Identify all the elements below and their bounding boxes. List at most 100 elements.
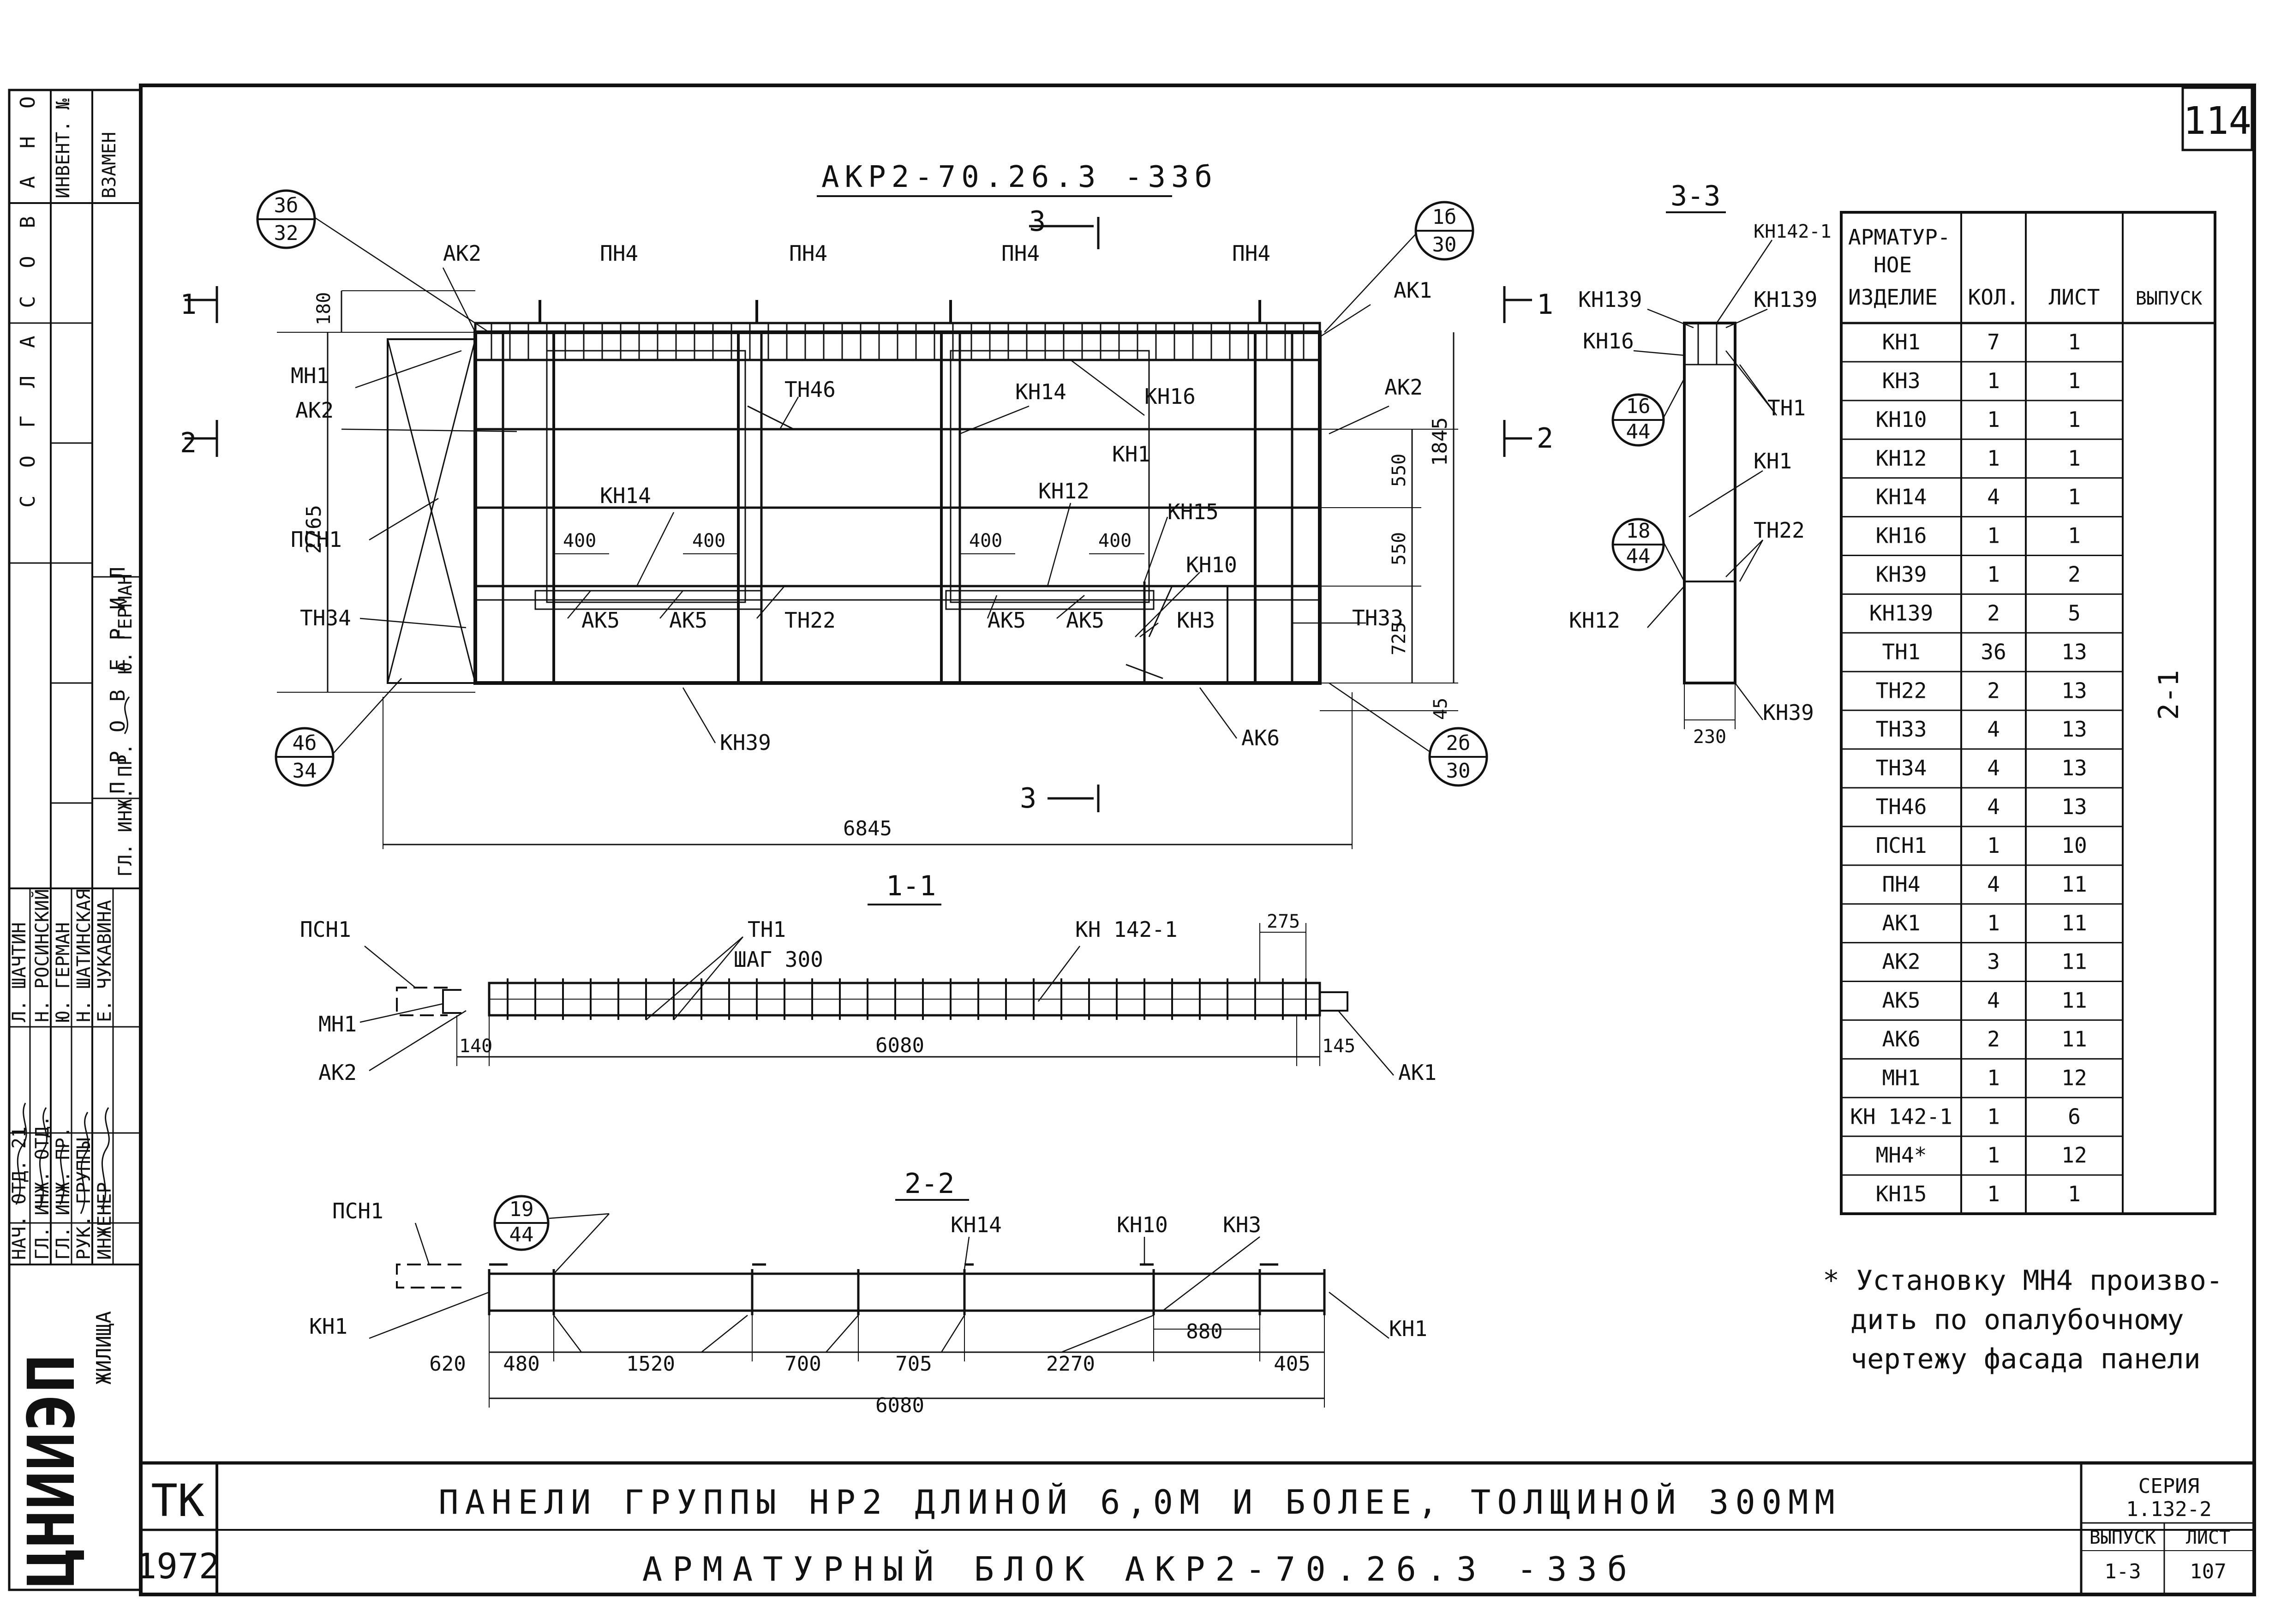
title-line-2: АРМАТУРНЫЙ БЛОК АКР2-70.26.3 -33б: [642, 1550, 1637, 1588]
s22-dim-705: 705: [895, 1352, 932, 1376]
section-1-1: [359, 904, 1394, 1076]
title-org: ТК: [151, 1475, 204, 1527]
spec-cell-qty: 1: [1987, 523, 2000, 548]
spec-cell-item: КН10: [1876, 407, 1927, 432]
spec-cell-qty: 1: [1987, 407, 2000, 432]
label-ak5-c: АК5: [988, 608, 1026, 633]
spec-cell-item: АК2: [1882, 949, 1920, 974]
dim-400-a: 400: [563, 530, 596, 551]
stamp-vertical-agreed: СОГЛАСОВАНО: [16, 69, 40, 508]
s22-dim-480: 480: [503, 1352, 539, 1376]
stamp-check-name: Ю. ГЕРМАН: [115, 574, 136, 674]
spec-cell-item: КН12: [1876, 446, 1927, 471]
spec-cell-qty: 1: [1987, 368, 2000, 393]
spec-cell-qty: 2: [1987, 600, 2000, 625]
section-mark-1-right: 1: [1537, 288, 1553, 321]
spec-cell-qty: 4: [1987, 485, 2000, 509]
spec-cell-qty: 36: [1981, 639, 2006, 664]
spec-cell-item: ПН4: [1882, 872, 1920, 897]
spec-cell-qty: 1: [1987, 911, 2000, 935]
s11-dim-6080: 6080: [875, 1034, 924, 1057]
label-ak2-a: АК2: [443, 241, 481, 266]
label-pn4-d: ПН4: [1232, 241, 1270, 266]
section-mark-2-right: 2: [1537, 422, 1553, 455]
s11-kn142: КН 142-1: [1075, 917, 1178, 942]
s33-callout-a-top: 16: [1626, 395, 1651, 418]
spec-cell-sheet: 5: [2068, 600, 2081, 625]
spec-header-item-2: НОЕ: [1874, 252, 1912, 277]
s22-callout-top: 19: [509, 1198, 534, 1221]
spec-cell-qty: 7: [1987, 330, 2000, 354]
callout-c3-top: 4б: [293, 731, 317, 755]
callout-c2-bottom: 30: [1432, 233, 1457, 257]
dim-400-c: 400: [969, 530, 1002, 551]
spec-header-release: ВЫПУСК: [2136, 288, 2203, 309]
title-issue-value: 1-3: [2104, 1560, 2141, 1583]
label-kn3: КН3: [1177, 608, 1215, 633]
s33-callout-a-bottom: 44: [1626, 420, 1651, 443]
stamp-check-role: ГЛ. ИНЖ. ПР.: [115, 743, 136, 877]
spec-cell-item: КН 142-1: [1850, 1104, 1952, 1129]
label-kn14-b: КН14: [600, 483, 651, 508]
label-kn14-a: КН14: [1015, 379, 1066, 404]
stamp-checked-label: ПРОВЕРИЛ: [106, 548, 130, 794]
s33-tn1: ТН1: [1767, 396, 1806, 420]
label-kn12: КН12: [1038, 479, 1090, 503]
section-1-1-title: 1-1: [886, 870, 936, 902]
section-mark-3-bottom: 3: [1020, 782, 1036, 815]
title-issue-label: ВЫПУСК: [2089, 1527, 2156, 1548]
spec-cell-sheet: 11: [2061, 988, 2087, 1013]
s22-kn1-b: КН1: [1389, 1316, 1427, 1341]
s33-kn139-b: КН139: [1754, 287, 1817, 312]
spec-cell-qty: 2: [1987, 678, 2000, 703]
title-line-1: ПАНЕЛИ ГРУППЫ НР2 ДЛИНОЙ 6,0М И БОЛЕЕ, Т…: [438, 1483, 1841, 1522]
spec-cell-sheet: 11: [2061, 1026, 2087, 1051]
s33-callout-b-top: 18: [1626, 519, 1651, 543]
spec-cell-sheet: 11: [2061, 911, 2087, 935]
section-3-3: [1611, 211, 1778, 729]
spec-cell-item: АК1: [1882, 911, 1920, 935]
spec-cell-sheet: 13: [2061, 639, 2087, 664]
s11-step: ШАГ 300: [734, 947, 823, 972]
s22-dim-700: 700: [784, 1352, 821, 1376]
spec-cell-qty: 1: [1987, 1104, 2000, 1129]
note-line-3: чертежу фасада панели: [1850, 1343, 2201, 1375]
spec-release-value: 2-1: [2153, 670, 2185, 720]
s11-dim-275: 275: [1267, 911, 1300, 932]
s11-psn1: ПСН1: [300, 917, 351, 942]
spec-header-item-3: ИЗДЕЛИЕ: [1848, 285, 1938, 310]
stamp-role-5: ИНЖЕНЕР: [94, 1182, 115, 1260]
label-ak2-b: АК2: [295, 398, 334, 423]
label-tn34: ТН34: [300, 605, 351, 630]
section-3-3-title: 3-3: [1670, 180, 1720, 212]
dim-2765: 2765: [302, 505, 326, 554]
s33-dim-230: 230: [1693, 726, 1726, 748]
spec-cell-sheet: 11: [2061, 949, 2087, 974]
s22-dim-405: 405: [1274, 1352, 1310, 1376]
main-elevation: [185, 189, 1532, 849]
callout-c4-top: 2б: [1446, 731, 1471, 755]
spec-cell-sheet: 1: [2068, 330, 2081, 354]
section-mark-3-top: 3: [1029, 205, 1046, 238]
label-pn4-c: ПН4: [1001, 241, 1040, 266]
label-kn39: КН39: [720, 730, 771, 755]
spec-table: [1840, 211, 2216, 1215]
label-tn46: ТН46: [784, 377, 836, 402]
spec-cell-sheet: 10: [2061, 833, 2087, 858]
spec-cell-item: ТН34: [1876, 755, 1927, 780]
stamp-name-4: Н. ШАТИНСКАЯ: [73, 889, 95, 1022]
spec-cell-item: ТН1: [1882, 639, 1920, 664]
stamp-name-1: Л. ШАЧТИН: [9, 922, 30, 1022]
label-pn4-a: ПН4: [600, 241, 638, 266]
label-kn15: КН15: [1167, 499, 1219, 524]
spec-cell-sheet: 1: [2068, 485, 2081, 509]
spec-cell-sheet: 1: [2068, 1181, 2081, 1206]
spec-cell-qty: 3: [1987, 949, 2000, 974]
spec-cell-qty: 1: [1987, 1065, 2000, 1090]
title-sheet-label: ЛИСТ: [2186, 1527, 2230, 1548]
s33-kn142: КН142-1: [1754, 221, 1832, 242]
title-year: 1972: [135, 1546, 220, 1587]
section-mark-2-left: 2: [180, 427, 197, 459]
section-2-2: [369, 1195, 1389, 1408]
s22-kn1-a: КН1: [309, 1314, 347, 1339]
